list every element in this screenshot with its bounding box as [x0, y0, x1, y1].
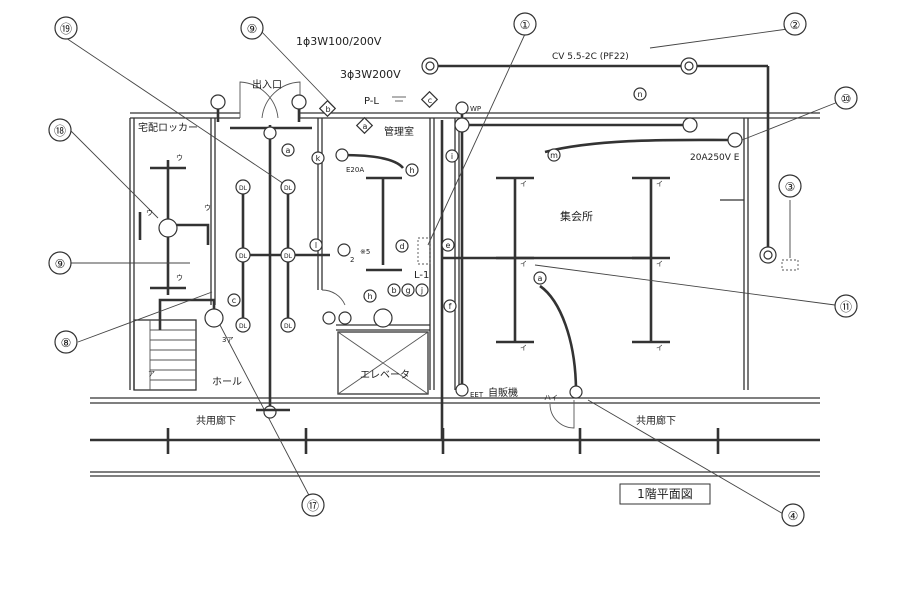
wiring	[90, 64, 820, 442]
svg-text:ウ: ウ	[204, 204, 211, 212]
svg-text:イ: イ	[656, 260, 663, 268]
fixtures	[138, 57, 799, 454]
svg-text:e: e	[446, 241, 451, 250]
svg-text:EET: EET	[470, 391, 484, 399]
svg-text:イ: イ	[520, 180, 527, 188]
svg-text:イ: イ	[656, 344, 663, 352]
svg-text:イ: イ	[520, 260, 527, 268]
svg-text:WP: WP	[470, 105, 481, 113]
svg-text:2: 2	[350, 256, 354, 264]
svg-text:m: m	[550, 151, 558, 160]
svg-text:l: l	[315, 241, 317, 250]
svg-text:c: c	[428, 96, 432, 105]
svg-text:a: a	[286, 146, 291, 155]
panel-pl-label: P-L	[364, 96, 379, 107]
svg-text:j: j	[420, 286, 423, 295]
svg-text:b: b	[391, 286, 396, 295]
fixture-labels: DL DL DL DL DL DL WP EET E20A イ イ イ イ イ …	[146, 105, 663, 402]
callout-1: ①	[520, 18, 531, 32]
single-phase-label: 1ϕ3W100/200V	[296, 35, 382, 48]
outlet-label: 20A250V E	[690, 153, 740, 163]
callout-9: ⑨	[55, 257, 66, 271]
power-labels: 1ϕ3W100/200V 3ϕ3W200V CV 5.5-2C (PF22) 2…	[296, 35, 740, 281]
three-phase-label: 3ϕ3W200V	[340, 68, 401, 81]
room-corridor-left: 共用廊下	[196, 414, 236, 427]
svg-text:h: h	[409, 166, 414, 175]
svg-text:a: a	[538, 274, 543, 283]
drawing-title-text: 1階平面図	[637, 486, 693, 501]
drawing-title: 1階平面図	[619, 483, 711, 505]
svg-text:イ: イ	[656, 180, 663, 188]
room-entrance: 出入口	[252, 78, 282, 91]
svg-text:b: b	[325, 105, 330, 114]
svg-text:ハイ: ハイ	[544, 394, 558, 402]
room-locker: 宅配ロッカー	[138, 121, 198, 134]
callout-2: ②	[790, 18, 801, 32]
callout-8: ⑧	[61, 336, 72, 350]
callout-3: ③	[785, 180, 796, 194]
svg-text:3ア: 3ア	[222, 336, 233, 344]
svg-text:ウ: ウ	[146, 209, 153, 217]
callout-17: ⑰	[307, 499, 319, 513]
room-labels: 出入口 宅配ロッカー 管理室 集会所 ホール エレベータ 自販機 共用廊下 共用…	[138, 78, 676, 427]
callout-4: ④	[788, 509, 799, 523]
callouts: ⑲ ⑨ ① ② ③ ⑩ ⑪ ④ ⑰ ⑱ ⑨ ⑧	[48, 12, 858, 527]
diamond-tags: b a c	[318, 90, 439, 135]
svg-text:DL: DL	[239, 185, 248, 192]
svg-text:ウ: ウ	[176, 274, 183, 282]
svg-text:a: a	[363, 122, 368, 131]
panel-l1-label: L-1	[414, 270, 429, 281]
svg-text:n: n	[637, 90, 642, 99]
callout-19: ⑲	[60, 22, 72, 36]
svg-text:DL: DL	[239, 323, 248, 330]
svg-text:c: c	[232, 296, 236, 305]
svg-text:f: f	[449, 302, 452, 311]
room-elevator: エレベータ	[360, 369, 410, 381]
svg-text:ウ: ウ	[176, 154, 183, 162]
svg-text:DL: DL	[284, 253, 293, 260]
svg-text:h: h	[367, 292, 372, 301]
svg-text:DL: DL	[284, 323, 293, 330]
svg-text:g: g	[405, 286, 410, 295]
cable-label: CV 5.5-2C (PF22)	[552, 52, 629, 62]
svg-text:DL: DL	[284, 185, 293, 192]
entrance-doors	[239, 81, 575, 429]
callout-12: ⑪	[840, 300, 852, 314]
svg-text:※5: ※5	[360, 248, 370, 256]
svg-text:k: k	[316, 154, 321, 163]
callout-18: ⑱	[54, 124, 66, 138]
room-hall: 集会所	[560, 209, 593, 223]
svg-text:イ: イ	[520, 344, 527, 352]
room-lobby: ホール	[212, 376, 242, 388]
room-office: 管理室	[384, 125, 414, 138]
svg-text:d: d	[399, 242, 404, 251]
svg-text:ア: ア	[148, 370, 155, 378]
room-vending: 自販機	[488, 386, 518, 399]
callout-10: ⑨	[247, 22, 258, 36]
stairs	[149, 320, 196, 390]
callout-11: ⑩	[841, 92, 852, 106]
circuit-letters: a a b c d e f g h h i j k l m n	[227, 87, 647, 313]
svg-text:DL: DL	[239, 253, 248, 260]
room-corridor-right: 共用廊下	[636, 414, 676, 427]
svg-text:E20A: E20A	[346, 166, 364, 174]
svg-text:i: i	[451, 152, 453, 161]
